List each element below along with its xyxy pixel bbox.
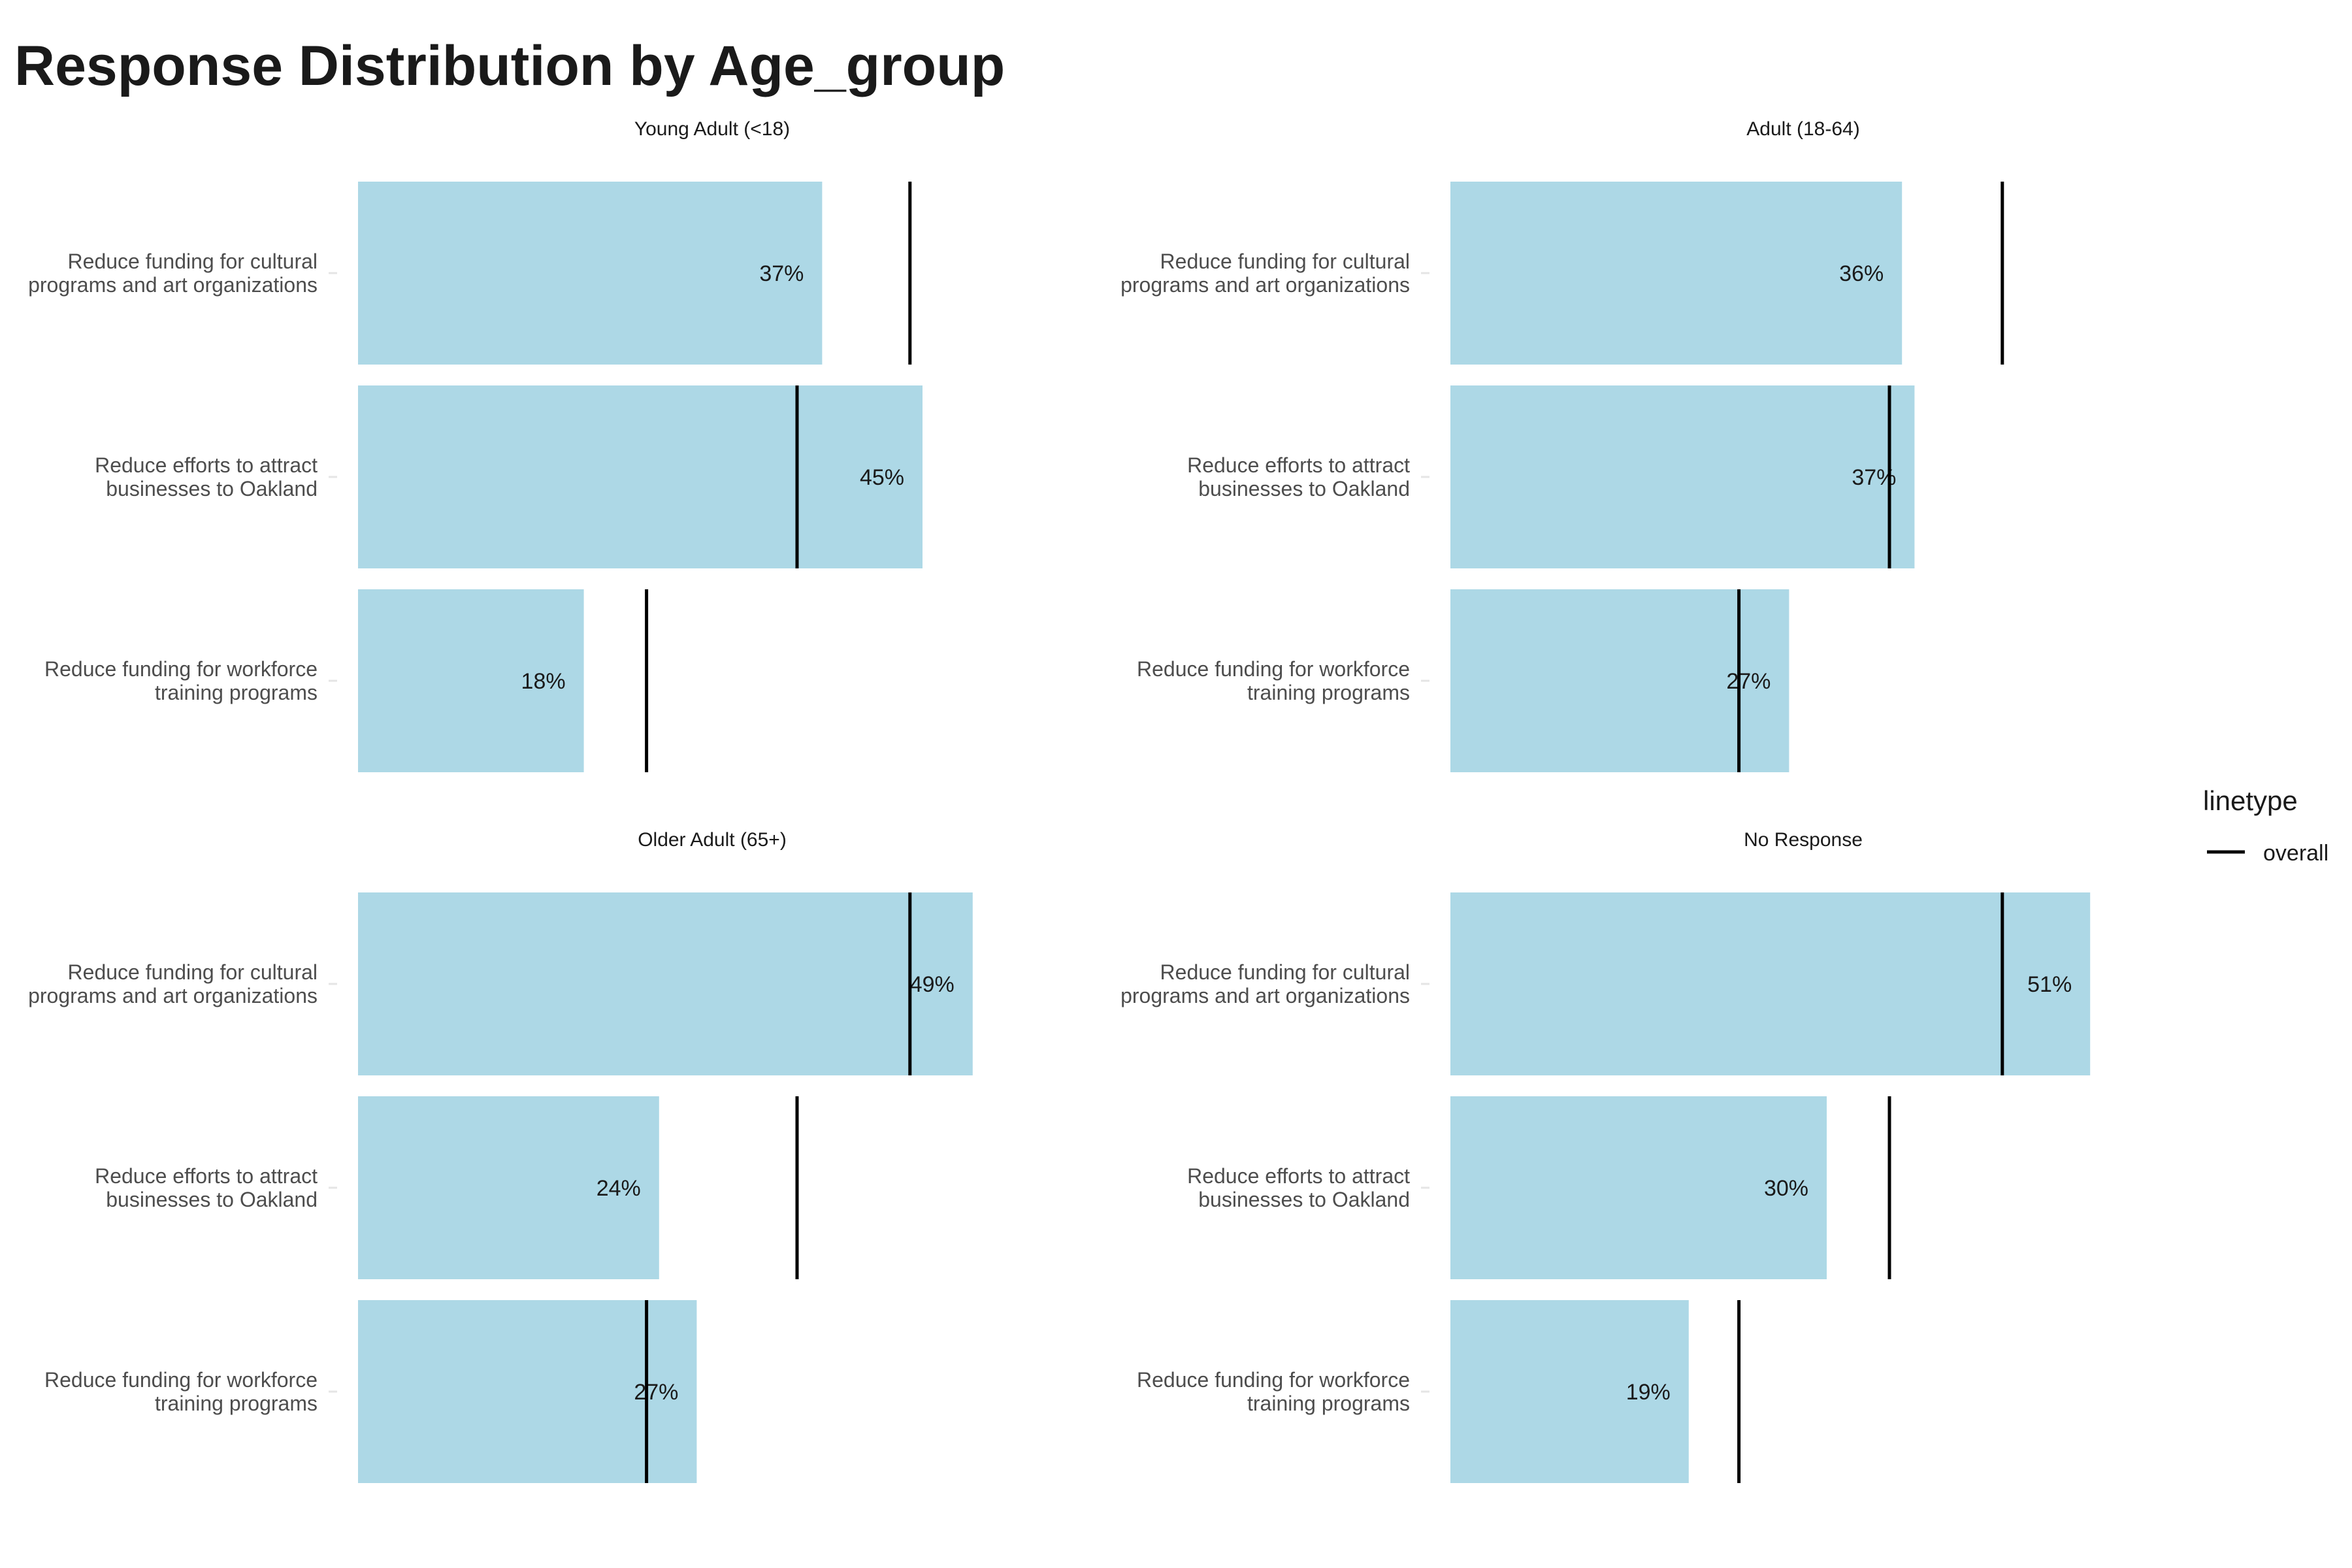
category-label: Reduce funding for workforce	[1137, 657, 1410, 681]
category-label: programs and art organizations	[28, 984, 318, 1007]
category-label: training programs	[155, 1392, 318, 1415]
category-label: training programs	[155, 681, 318, 704]
value-label: 37%	[759, 261, 804, 286]
bar	[358, 589, 584, 772]
category-label: Reduce efforts to attract	[95, 453, 318, 477]
category-label: Reduce funding for cultural	[68, 960, 318, 984]
category-label: Reduce funding for workforce	[44, 1368, 318, 1392]
value-label: 27%	[1726, 669, 1771, 694]
category-label: businesses to Oakland	[1198, 1188, 1410, 1211]
value-label: 36%	[1839, 261, 1884, 286]
legend-title: linetype	[2203, 785, 2298, 816]
value-label: 18%	[521, 669, 566, 694]
category-label: Reduce efforts to attract	[1187, 453, 1410, 477]
value-label: 45%	[860, 465, 904, 490]
category-label: Reduce funding for cultural	[68, 250, 318, 273]
bar	[358, 1300, 697, 1483]
bar	[358, 385, 923, 568]
category-label: programs and art organizations	[1120, 273, 1410, 297]
bar	[1450, 589, 1789, 772]
facet-title: Young Adult (<18)	[634, 118, 790, 140]
value-label: 51%	[2027, 972, 2072, 997]
legend-label: overall	[2263, 841, 2328, 866]
category-label: programs and art organizations	[28, 273, 318, 297]
category-label: Reduce efforts to attract	[1187, 1164, 1410, 1188]
bar	[1450, 1096, 1827, 1279]
bar	[358, 1096, 659, 1279]
value-label: 30%	[1764, 1176, 1808, 1201]
bar	[1450, 182, 1903, 365]
facet-title: Older Adult (65+)	[638, 829, 787, 851]
category-label: Reduce funding for cultural	[1160, 250, 1410, 273]
category-label: training programs	[1247, 1392, 1410, 1415]
value-label: 24%	[596, 1176, 641, 1201]
bar	[1450, 892, 2091, 1075]
bar	[358, 182, 823, 365]
bar	[1450, 385, 1915, 568]
value-label: 19%	[1626, 1380, 1671, 1405]
bar	[1450, 1300, 1689, 1483]
chart-title: Response Distribution by Age_group	[14, 35, 1005, 97]
category-label: Reduce funding for workforce	[1137, 1368, 1410, 1392]
category-label: training programs	[1247, 681, 1410, 704]
value-label: 49%	[910, 972, 955, 997]
category-label: Reduce funding for workforce	[44, 657, 318, 681]
facet-title: Adult (18-64)	[1746, 118, 1859, 140]
category-label: businesses to Oakland	[1198, 477, 1410, 500]
category-label: Reduce efforts to attract	[95, 1164, 318, 1188]
bar	[358, 892, 973, 1075]
value-label: 27%	[634, 1380, 678, 1405]
category-label: businesses to Oakland	[106, 1188, 318, 1211]
facet-title: No Response	[1744, 829, 1863, 851]
category-label: programs and art organizations	[1120, 984, 1410, 1007]
category-label: Reduce funding for cultural	[1160, 960, 1410, 984]
category-label: businesses to Oakland	[106, 477, 318, 500]
